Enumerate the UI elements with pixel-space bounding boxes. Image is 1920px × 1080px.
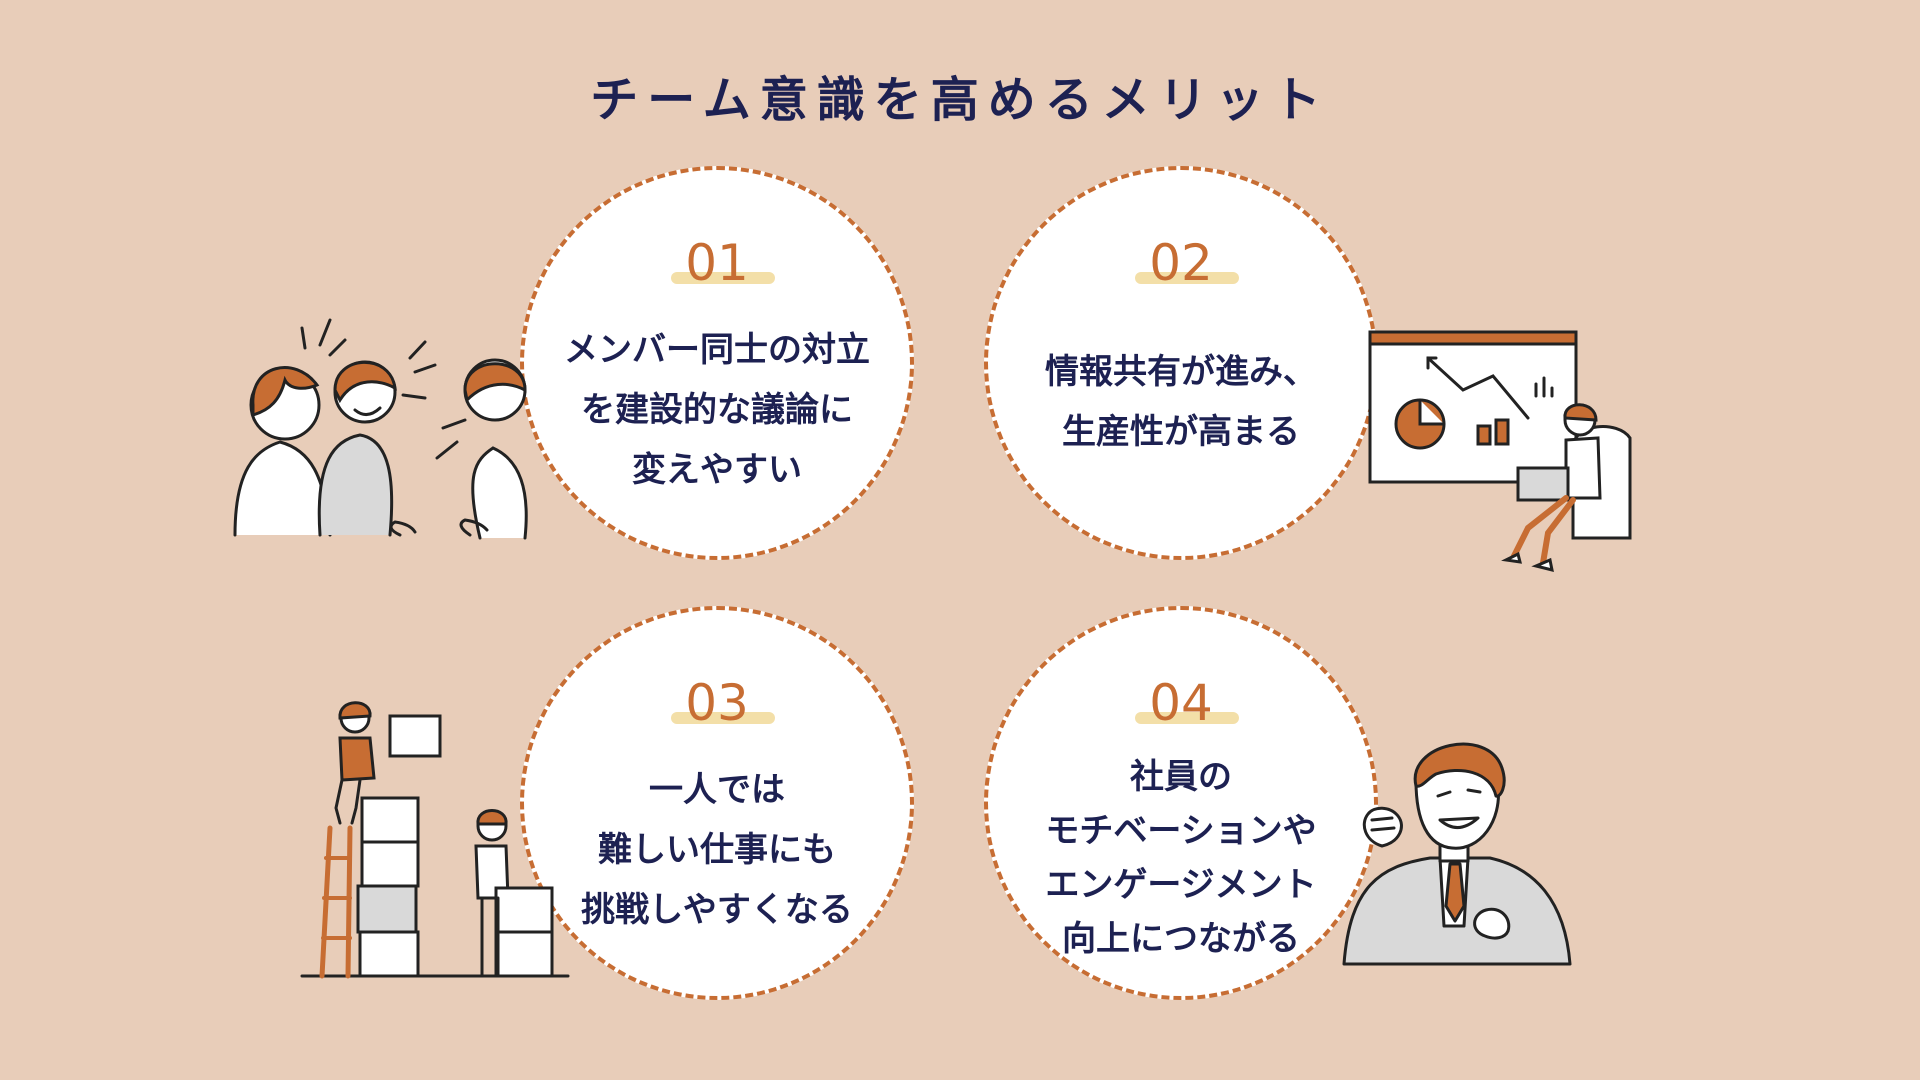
benefit-number: 03 <box>685 674 749 732</box>
benefit-number: 01 <box>685 234 749 292</box>
benefit-number: 02 <box>1149 234 1213 292</box>
benefit-text: 社員の モチベーションや エンゲージメント 向上につながる <box>1045 757 1317 959</box>
benefit-text: 一人では 難しい仕事にも 挑戦しやすくなる <box>581 770 853 930</box>
presentation-chart-icon <box>1368 330 1632 573</box>
stacking-boxes-icon <box>300 701 570 979</box>
motivated-businessman-icon <box>1342 742 1572 966</box>
highlight-swash <box>671 712 775 724</box>
page-title: チーム意識を高めるメリット <box>590 72 1330 128</box>
benefit-circle-03: 03 一人では 難しい仕事にも 挑戦しやすくなる <box>520 606 914 1000</box>
benefit-text: メンバー同士の対立 を建設的な議論に 変えやすい <box>564 330 870 490</box>
discussing-people-icon <box>233 318 528 540</box>
benefit-text: 情報共有が進み、 生産性が高まる <box>1045 352 1317 452</box>
benefit-circle-02: 02 情報共有が進み、 生産性が高まる <box>984 166 1378 560</box>
highlight-swash <box>1135 712 1239 724</box>
benefit-number: 04 <box>1149 674 1213 732</box>
highlight-swash <box>1135 272 1239 284</box>
highlight-swash <box>671 272 775 284</box>
benefit-circle-04: 04 社員の モチベーションや エンゲージメント 向上につながる <box>984 606 1378 1000</box>
benefit-circle-01: 01 メンバー同士の対立 を建設的な議論に 変えやすい <box>520 166 914 560</box>
